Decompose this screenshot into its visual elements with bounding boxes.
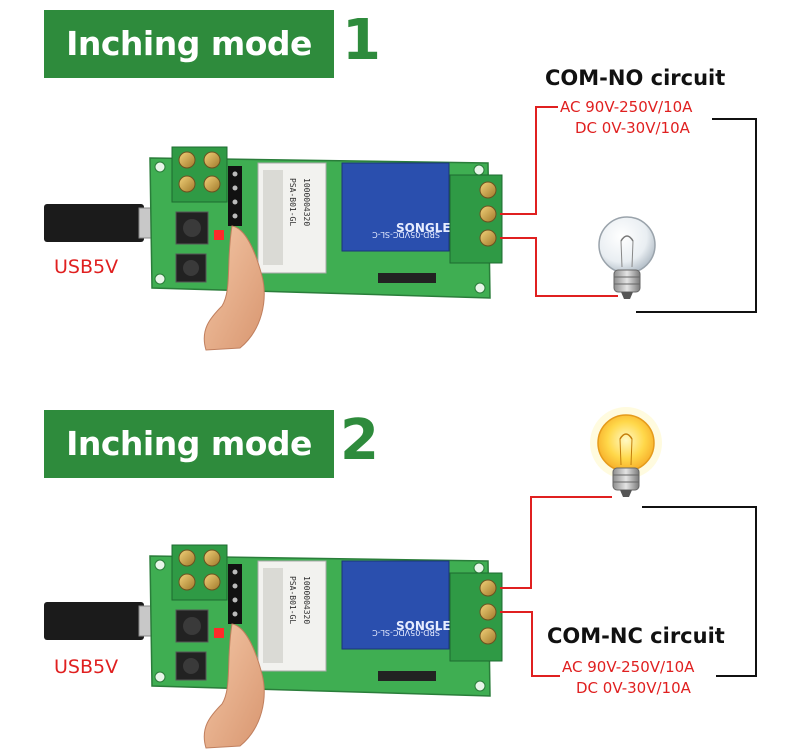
usb-label-2: USB5V (54, 656, 119, 678)
relay-board-1 (43, 146, 503, 351)
relay-board-2 (43, 544, 503, 749)
spec-ac-2: AC 90V-250V/10A (562, 658, 695, 676)
mode-number-1: 1 (342, 8, 381, 73)
mode-label-1: Inching mode (66, 24, 312, 63)
bulb-on-icon (589, 406, 663, 498)
spec-dc-1: DC 0V-30V/10A (575, 119, 690, 137)
mode-label-2: Inching mode (66, 424, 312, 463)
spec-dc-2: DC 0V-30V/10A (576, 679, 691, 697)
bulb-off-icon (598, 216, 656, 300)
circuit-title-1: COM-NO circuit (545, 66, 726, 90)
usb-label-1: USB5V (54, 256, 119, 278)
mode-banner-1: Inching mode (44, 10, 334, 78)
wiring-2 (500, 496, 757, 677)
circuit-title-2: COM-NC circuit (547, 624, 725, 648)
mode-number-2: 2 (340, 408, 379, 473)
spec-ac-1: AC 90V-250V/10A (560, 98, 693, 116)
wiring-1 (500, 106, 757, 313)
mode-banner-2: Inching mode (44, 410, 334, 478)
